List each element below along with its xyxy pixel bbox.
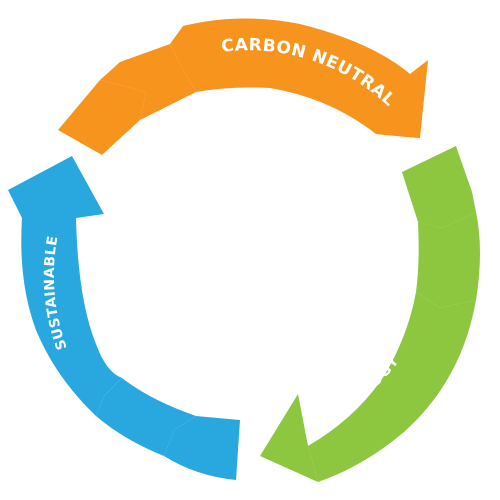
green-chevron-body xyxy=(308,292,476,482)
green-chevron-mid xyxy=(416,212,480,308)
blue-chevron-tail xyxy=(164,416,240,480)
orange-arrow-head xyxy=(376,60,428,138)
orange-chevron-mid xyxy=(100,44,196,120)
blue-arrow-shaft xyxy=(21,218,122,416)
blue-chevron-mid xyxy=(96,378,196,456)
orange-chevron-body xyxy=(170,18,420,138)
segment-sustainable: SUSTAINABLE xyxy=(8,156,240,480)
blue-arrow-head xyxy=(8,156,104,218)
orange-chevron-tail xyxy=(58,80,146,155)
segment-carbon-neutral: CARBON NEUTRAL xyxy=(58,18,428,155)
green-chevron-top xyxy=(402,146,476,228)
segment-ecology: ECOLOGY xyxy=(260,146,480,482)
green-arrow-head xyxy=(260,394,318,482)
